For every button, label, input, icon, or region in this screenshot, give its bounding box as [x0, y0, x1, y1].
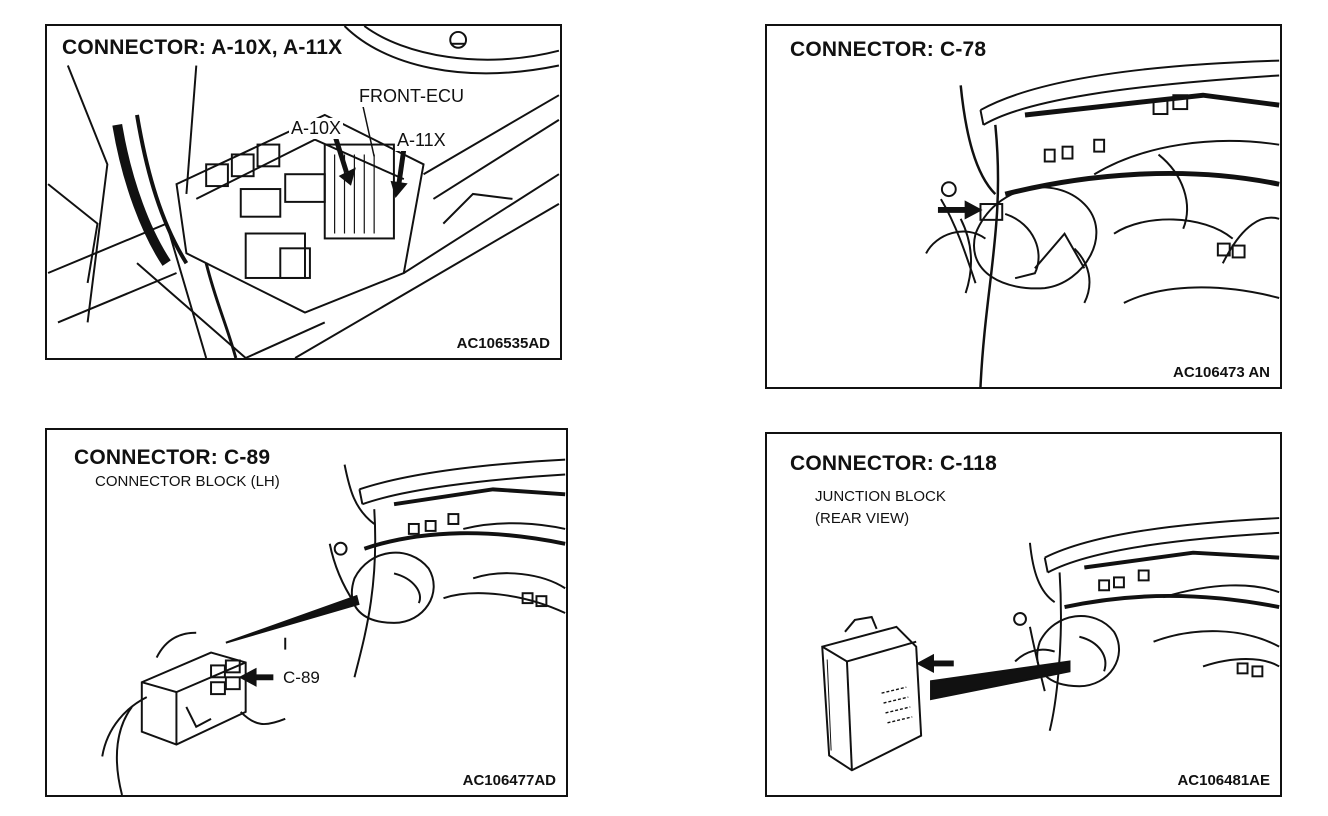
label-front-ecu: FRONT-ECU: [357, 86, 466, 107]
dashboard-illustration: [925, 59, 1280, 387]
figure-code: AC106473 AN: [1171, 364, 1272, 381]
label-a10x: A-10X: [289, 118, 344, 139]
panel-title: CONNECTOR: C-118: [787, 452, 1001, 476]
panel-connector-c89: CONNECTOR: C-89 CONNECTOR BLOCK (LH) C-8…: [45, 428, 568, 797]
figure-code: AC106477AD: [460, 772, 558, 789]
dashboard-and-junction-block-illustration: [821, 517, 1280, 772]
engine-bay-illustration: [47, 26, 560, 358]
panel-subtitle-line2: (REAR VIEW): [813, 510, 912, 527]
panel-title: CONNECTOR: C-89: [71, 446, 274, 470]
dashboard-and-connector-block-illustration: [101, 458, 566, 795]
panel-connector-c118: CONNECTOR: C-118 JUNCTION BLOCK (REAR VI…: [765, 432, 1282, 797]
panel-connector-a10x-a11x: CONNECTOR: A-10X, A-11X FRONT-ECU A-10X …: [45, 24, 562, 360]
panel-subtitle: CONNECTOR BLOCK (LH): [93, 473, 282, 490]
label-a11x: A-11X: [395, 130, 448, 151]
panel-title: CONNECTOR: C-78: [787, 38, 990, 62]
figure-code: AC106535AD: [454, 335, 552, 352]
panel-title: CONNECTOR: A-10X, A-11X: [59, 36, 346, 60]
panel-subtitle-line1: JUNCTION BLOCK: [813, 488, 948, 505]
figure-code: AC106481AE: [1175, 772, 1272, 789]
panel-connector-c78: CONNECTOR: C-78 AC106473 AN: [765, 24, 1282, 389]
label-c89: C-89: [281, 668, 322, 688]
